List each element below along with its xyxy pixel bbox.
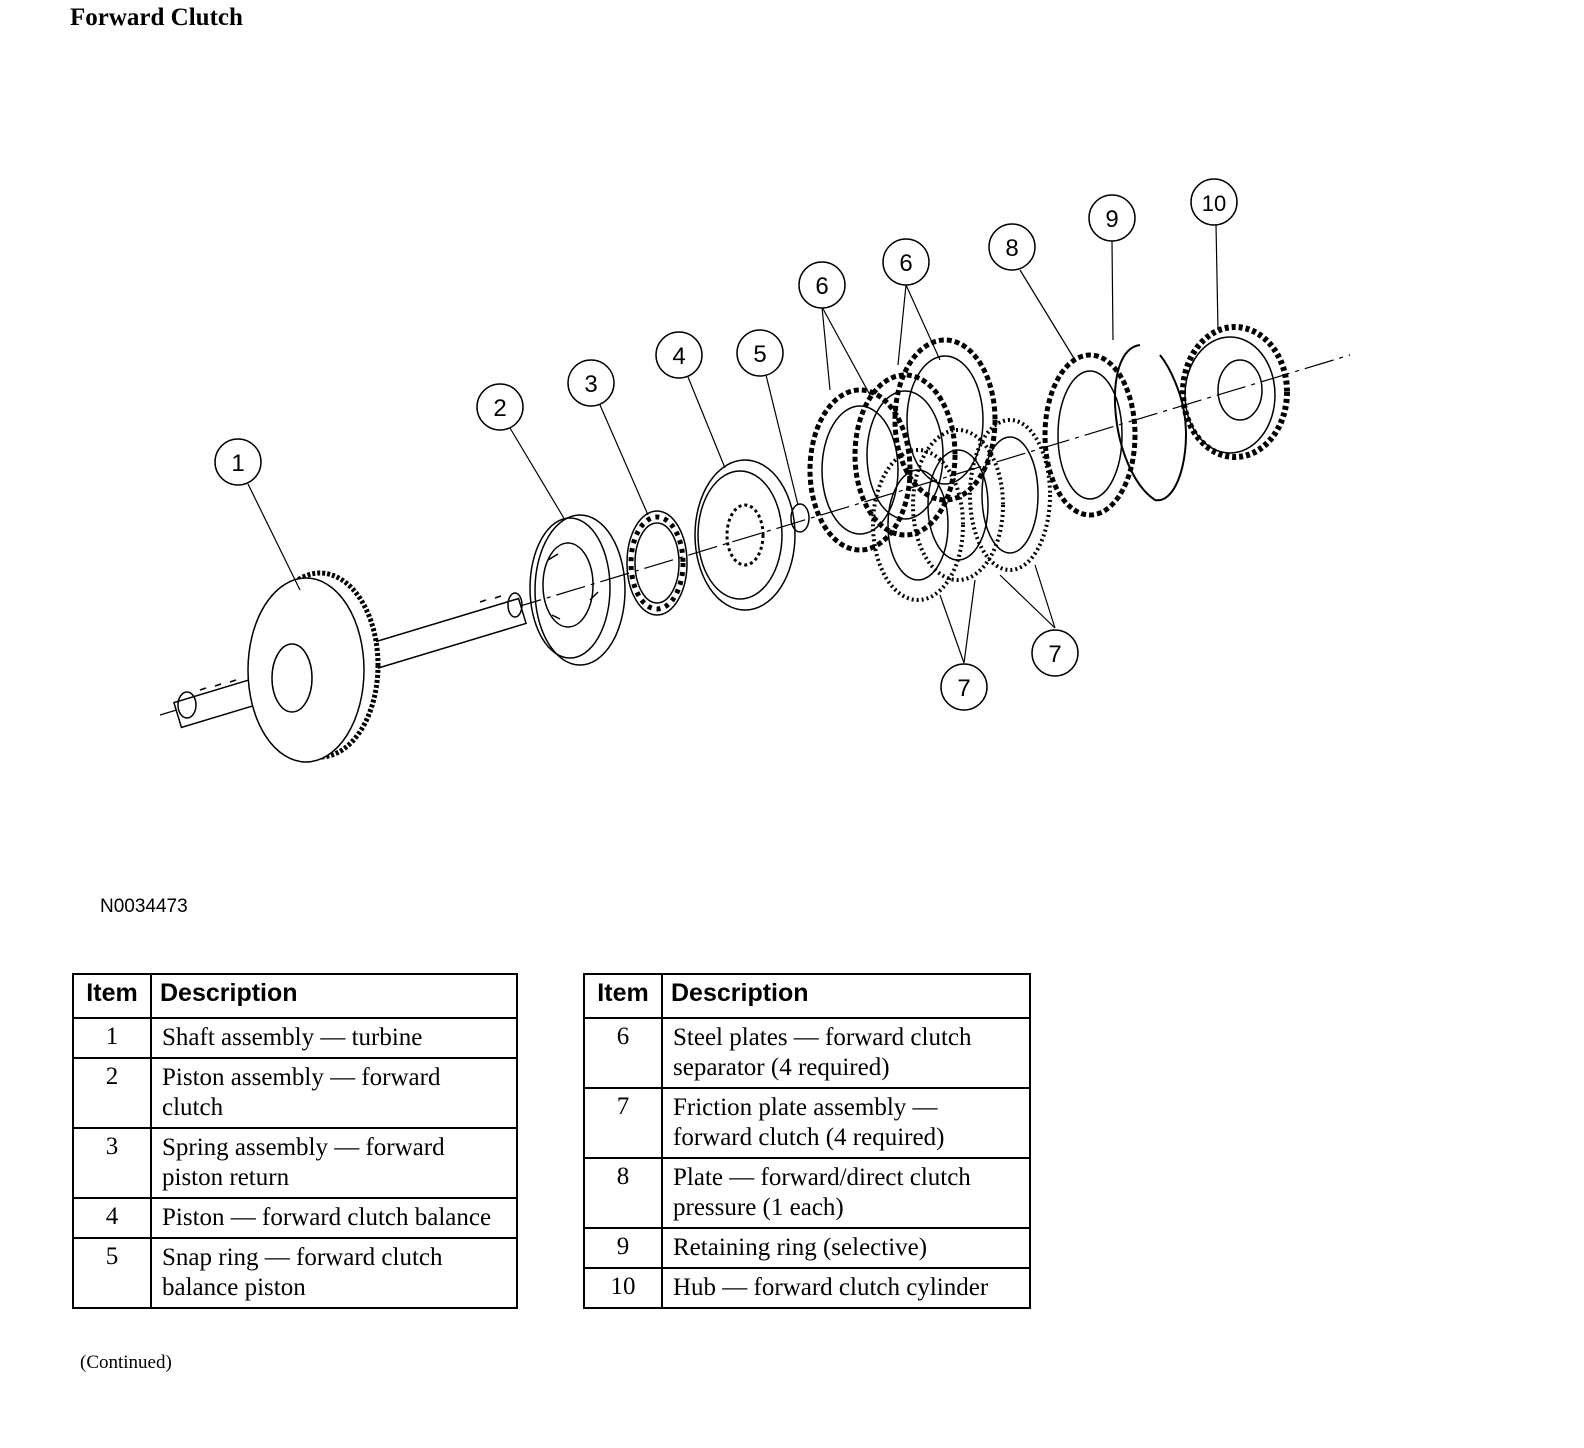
piston-assembly-part <box>529 514 626 666</box>
svg-text:9: 9 <box>1105 206 1118 233</box>
callout-7b: 7 <box>1031 629 1079 677</box>
item-column-header: Item <box>72 973 152 1019</box>
svg-text:1: 1 <box>231 450 244 477</box>
callout-6a: 6 <box>798 261 846 309</box>
svg-text:3: 3 <box>584 371 597 398</box>
svg-text:5: 5 <box>753 341 766 368</box>
callout-10: 10 <box>1190 178 1238 226</box>
parts-table-right: Item Description 6 Steel plates — forwar… <box>583 973 1031 1309</box>
item-number: 5 <box>72 1237 152 1309</box>
item-number: 9 <box>583 1227 663 1269</box>
retaining-ring-part <box>1114 344 1187 502</box>
leader-lines <box>247 223 1219 664</box>
table-row: 1 Shaft assembly — turbine <box>72 1017 518 1059</box>
parts-table-left: Item Description 1 Shaft assembly — turb… <box>72 973 518 1309</box>
table-row: 2 Piston assembly — forward clutch <box>72 1057 518 1129</box>
svg-text:2: 2 <box>493 395 506 422</box>
table-header-row: Item Description <box>583 973 1031 1019</box>
clutch-plates-part <box>807 337 1052 602</box>
item-number: 8 <box>583 1157 663 1229</box>
table-row: 8 Plate — forward/direct clutch pressure… <box>583 1157 1031 1229</box>
item-description: Friction plate assembly — forward clutch… <box>661 1087 1031 1159</box>
item-description: Spring assembly — forward piston return <box>150 1127 518 1199</box>
svg-text:6: 6 <box>815 273 828 300</box>
item-description: Hub — forward clutch cylinder <box>661 1267 1031 1309</box>
description-column-header: Description <box>150 973 518 1019</box>
item-number: 2 <box>72 1057 152 1129</box>
item-description: Plate — forward/direct clutch pressure (… <box>661 1157 1031 1229</box>
table-row: 4 Piston — forward clutch balance <box>72 1197 518 1239</box>
description-column-header: Description <box>661 973 1031 1019</box>
item-number: 6 <box>583 1017 663 1089</box>
snap-ring-part <box>790 503 810 533</box>
shaft-assembly-part <box>172 570 528 763</box>
svg-text:7: 7 <box>1048 641 1061 668</box>
svg-text:10: 10 <box>1202 191 1226 216</box>
spring-assembly-part <box>626 510 688 616</box>
svg-text:8: 8 <box>1005 235 1018 262</box>
table-row: 10 Hub — forward clutch cylinder <box>583 1267 1031 1309</box>
table-row: 7 Friction plate assembly — forward clut… <box>583 1087 1031 1159</box>
item-description: Retaining ring (selective) <box>661 1227 1031 1269</box>
svg-text:6: 6 <box>899 250 912 277</box>
callout-9: 9 <box>1088 194 1136 242</box>
svg-text:4: 4 <box>672 343 685 370</box>
table-row: 9 Retaining ring (selective) <box>583 1227 1031 1269</box>
balance-piston-part <box>694 459 796 611</box>
item-number: 1 <box>72 1017 152 1059</box>
callout-1: 1 <box>214 438 262 486</box>
table-row: 3 Spring assembly — forward piston retur… <box>72 1127 518 1199</box>
callout-6b: 6 <box>882 238 930 286</box>
exploded-view-diagram: 1 2 3 4 5 6 6 7 7 8 9 10 <box>159 178 1351 763</box>
item-number: 7 <box>583 1087 663 1159</box>
item-number: 3 <box>72 1127 152 1199</box>
callout-4: 4 <box>655 331 703 379</box>
item-description: Snap ring — forward clutch balance pisto… <box>150 1237 518 1309</box>
item-number: 4 <box>72 1197 152 1239</box>
table-row: 6 Steel plates — forward clutch separato… <box>583 1017 1031 1089</box>
page-title: Forward Clutch <box>70 4 243 31</box>
callout-7a: 7 <box>940 663 988 711</box>
callout-5: 5 <box>736 329 784 377</box>
item-description: Steel plates — forward clutch separator … <box>661 1017 1031 1089</box>
hub-part <box>1180 324 1290 460</box>
item-column-header: Item <box>583 973 663 1019</box>
item-description: Shaft assembly — turbine <box>150 1017 518 1059</box>
figure-code: N0034473 <box>100 896 188 917</box>
callout-8: 8 <box>988 223 1036 271</box>
item-description: Piston assembly — forward clutch <box>150 1057 518 1129</box>
item-description: Piston — forward clutch balance <box>150 1197 518 1239</box>
continued-note: (Continued) <box>80 1352 172 1373</box>
callout-3: 3 <box>567 359 615 407</box>
callout-2: 2 <box>476 383 524 431</box>
table-row: 5 Snap ring — forward clutch balance pis… <box>72 1237 518 1309</box>
svg-text:7: 7 <box>957 675 970 702</box>
pressure-plate-part <box>1042 352 1138 518</box>
item-number: 10 <box>583 1267 663 1309</box>
table-header-row: Item Description <box>72 973 518 1019</box>
